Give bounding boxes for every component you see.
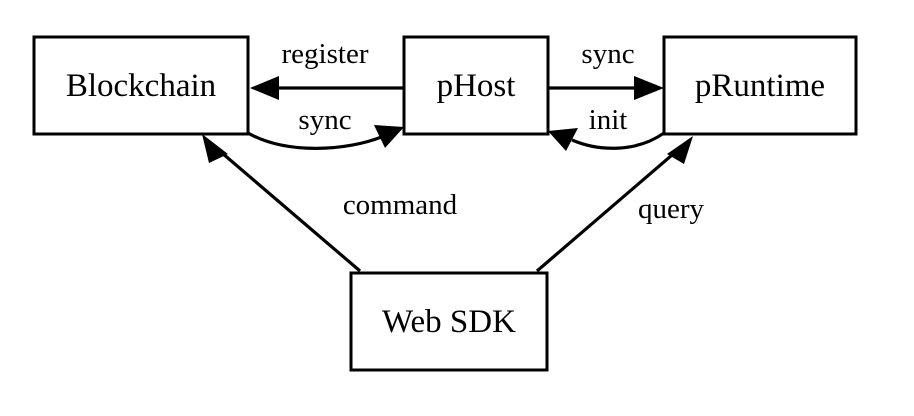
- edge-register: register: [250, 38, 404, 100]
- edge-sync-left-curve: [247, 131, 385, 150]
- node-blockchain-label: Blockchain: [66, 68, 216, 104]
- edge-register-label: register: [282, 38, 369, 70]
- edge-sync-right-arrowhead: [634, 76, 664, 100]
- node-blockchain[interactable]: Blockchain: [32, 35, 250, 136]
- edge-init: init: [548, 104, 665, 151]
- node-pruntime-label: pRuntime: [695, 68, 825, 104]
- edge-init-label: init: [589, 104, 628, 136]
- node-websdk-box[interactable]: [349, 271, 549, 372]
- edge-init-arrowhead: [548, 128, 578, 151]
- edge-command: command: [202, 134, 458, 273]
- edge-command-arrowhead: [202, 134, 228, 163]
- edge-sync-right-label: sync: [581, 38, 634, 70]
- node-phost[interactable]: pHost: [402, 35, 550, 136]
- node-phost-box[interactable]: [402, 35, 550, 136]
- edge-sync-left: sync: [247, 104, 404, 150]
- edge-query-line: [535, 147, 681, 273]
- node-pruntime-box[interactable]: [662, 35, 858, 136]
- node-websdk-label: Web SDK: [382, 304, 516, 340]
- edge-query: query: [535, 136, 705, 273]
- edge-command-line: [213, 145, 362, 273]
- edge-query-label: query: [638, 193, 705, 225]
- edge-register-arrowhead: [250, 76, 279, 100]
- node-pruntime[interactable]: pRuntime: [662, 35, 858, 136]
- edge-sync-right: sync: [548, 38, 664, 100]
- edge-sync-left-arrowhead: [374, 125, 404, 148]
- node-blockchain-box[interactable]: [32, 35, 250, 136]
- edge-init-curve: [571, 131, 665, 150]
- edge-sync-left-label: sync: [298, 104, 351, 136]
- edge-query-arrowhead: [667, 136, 693, 164]
- node-websdk[interactable]: Web SDK: [349, 271, 549, 372]
- edge-command-label: command: [343, 189, 458, 221]
- node-phost-label: pHost: [437, 68, 516, 104]
